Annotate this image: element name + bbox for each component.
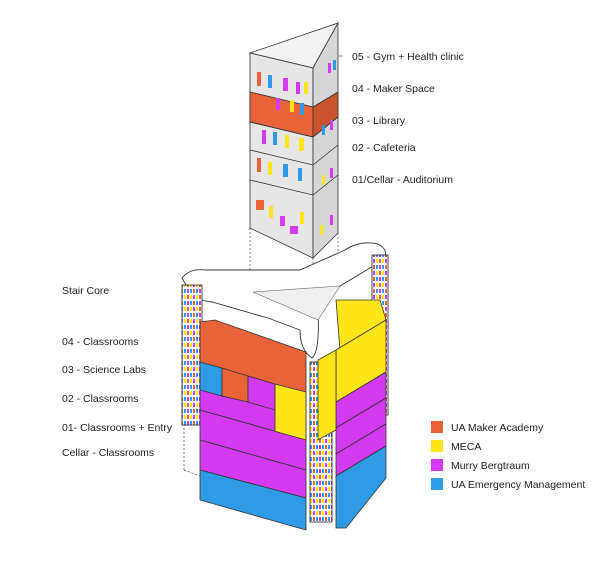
legend-swatch-murry-bergtraum [431,459,443,471]
tower-people [256,72,308,234]
stair-core-left [181,284,203,426]
base-label-04: 04 - Classrooms [62,336,138,348]
legend-label-murry-bergtraum: Murry Bergtraum [451,460,530,472]
base-label-01: 01- Classrooms + Entry [62,422,173,434]
base-building [181,242,389,531]
stair-core-label: Stair Core [62,285,109,297]
legend: UA Maker Academy MECA Murry Bergtraum UA… [431,421,585,491]
stair-core-roof [252,285,341,321]
right-wing-cellar [335,445,387,529]
legend-swatch-maker-academy [431,421,443,433]
legend-swatch-meca [431,440,443,452]
tower-label-03: 03 - Library [352,115,406,127]
base-label-03: 03 - Science Labs [62,364,146,376]
legend-label-meca: MECA [451,441,481,453]
tower-label-05: 05 - Gym + Health clinic [352,51,464,63]
tower-label-04: 04 - Maker Space [352,83,435,95]
base-label-group: Stair Core 04 - Classrooms 03 - Science … [62,285,173,459]
tower-label-02: 02 - Cafeteria [352,142,416,154]
base-label-cellar: Cellar - Classrooms [62,447,154,459]
legend-label-maker-academy: UA Maker Academy [451,422,544,434]
legend-swatch-emergency-management [431,478,443,490]
base-label-02: 02 - Classrooms [62,393,138,405]
legend-label-emergency-management: UA Emergency Management [451,479,585,491]
tower-prism [248,21,339,259]
tower-label-01: 01/Cellar - Auditorium [352,174,453,186]
tower-people-side [320,60,336,235]
tower-label-group: 05 - Gym + Health clinic 04 - Maker Spac… [338,51,464,186]
left-wing-cellar [199,469,307,531]
